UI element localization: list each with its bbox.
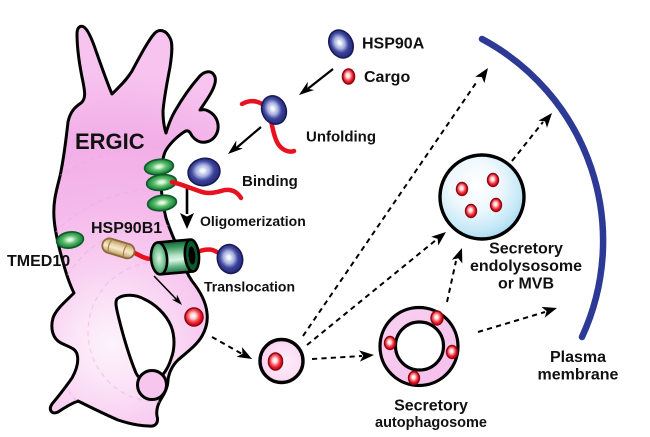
svg-text:autophagosome: autophagosome xyxy=(375,415,487,431)
svg-text:endolysosome: endolysosome xyxy=(470,258,582,275)
svg-text:TMED10: TMED10 xyxy=(7,253,70,270)
svg-text:HSP90A: HSP90A xyxy=(362,36,425,53)
svg-text:Binding: Binding xyxy=(242,173,298,190)
svg-text:ERGIC: ERGIC xyxy=(75,129,145,154)
svg-text:Oligomerization: Oligomerization xyxy=(200,213,306,229)
svg-text:Secretory: Secretory xyxy=(489,241,563,258)
svg-text:HSP90B1: HSP90B1 xyxy=(91,220,162,237)
svg-text:Plasma: Plasma xyxy=(550,349,606,366)
svg-text:membrane: membrane xyxy=(538,367,619,384)
svg-text:Secretory: Secretory xyxy=(394,398,468,415)
svg-text:or MVB: or MVB xyxy=(498,276,554,293)
svg-text:Translocation: Translocation xyxy=(204,279,295,295)
svg-text:Cargo: Cargo xyxy=(364,69,410,86)
svg-text:Unfolding: Unfolding xyxy=(306,129,376,146)
